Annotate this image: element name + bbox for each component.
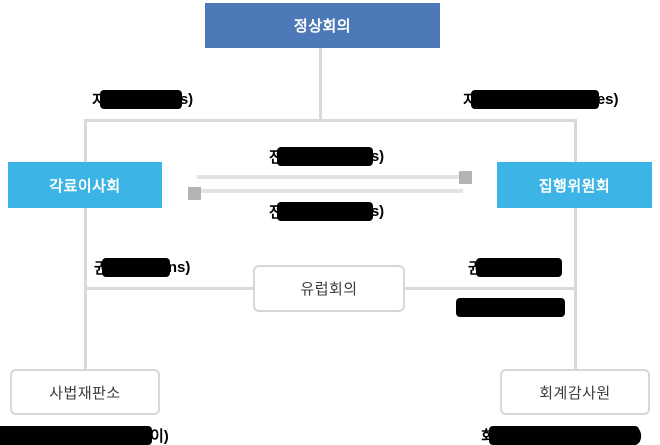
connector-mid-left-horizontal <box>84 287 253 290</box>
edge-label-bottom-left: 이) <box>0 425 169 445</box>
arrow-right-head-icon <box>459 171 472 184</box>
redacted-bar <box>276 146 373 166</box>
redacted-bar <box>99 89 182 109</box>
edge-label-mid-left: 권 ns) <box>94 257 190 277</box>
node-executive-commission: 집행위원회 <box>497 162 652 208</box>
redacted-bar <box>101 257 170 277</box>
redacted-bar <box>470 89 599 109</box>
node-european-council: 유럽회의 <box>253 265 405 312</box>
edge-label-center-top: 전 s) <box>269 146 384 166</box>
node-summit: 정상회의 <box>205 3 440 48</box>
edge-label-suffix: ) <box>636 426 642 444</box>
edge-label-top-right: 지 es) <box>463 89 619 109</box>
edge-label-suffix: s) <box>370 202 385 220</box>
node-court-of-justice: 사법재판소 <box>10 369 160 415</box>
redacted-bar <box>0 425 152 445</box>
connector-left-upper-vertical <box>84 119 87 163</box>
arrow-left-head-icon <box>188 187 201 200</box>
redacted-bar <box>488 425 639 445</box>
node-court-of-auditors: 회계감사원 <box>500 369 650 415</box>
edge-label-suffix: es) <box>596 90 619 108</box>
edge-label-mid-right-line2 <box>456 297 565 317</box>
arrow-right-shaft <box>197 175 460 179</box>
edge-label-suffix: 이) <box>150 427 169 445</box>
edge-label-bottom-right: 회 ) <box>481 425 642 445</box>
redacted-bar <box>456 297 565 317</box>
edge-label-mid-right-line1: 권 <box>468 257 562 277</box>
connector-summit-vertical <box>319 48 322 121</box>
redacted-bar <box>475 257 562 277</box>
edge-label-suffix: s) <box>179 90 194 108</box>
connector-mid-right-horizontal <box>405 287 577 290</box>
redacted-bar <box>276 201 373 221</box>
connector-main-horizontal <box>84 119 577 122</box>
edge-label-center-bottom: 전 s) <box>269 201 384 221</box>
node-council-of-ministers: 각료이사회 <box>8 162 162 208</box>
edge-label-suffix: s) <box>370 147 385 165</box>
edge-label-suffix: ns) <box>167 258 191 276</box>
edge-label-top-left: 지 s) <box>92 89 193 109</box>
arrow-left-shaft <box>201 189 463 193</box>
connector-right-upper-vertical <box>574 119 577 163</box>
